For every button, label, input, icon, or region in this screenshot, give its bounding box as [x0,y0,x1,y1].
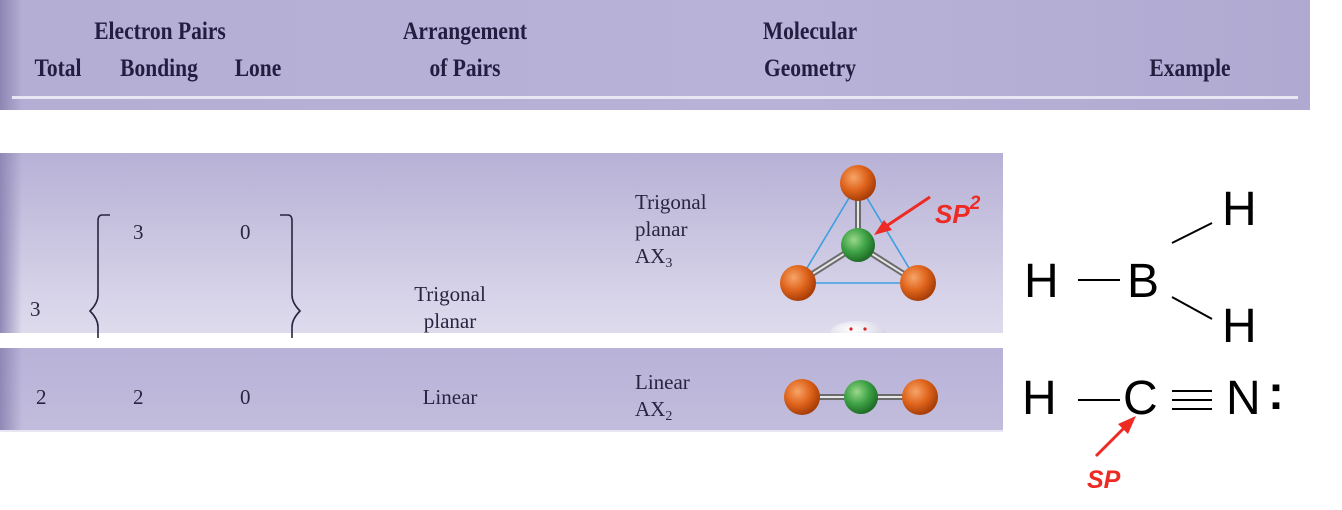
sp-label: SP [1087,466,1121,494]
hybrid-arrow-line [881,195,931,231]
trigonal-planar-model [780,165,936,333]
header-bonding: Bonding [120,55,198,82]
cell-lone: 0 [240,220,251,244]
right-brace [280,214,302,338]
header-example: Example [1149,55,1231,82]
bh3-center-b: B [1127,255,1160,308]
header-geometry: Geometry [764,55,856,82]
cell-geometry-line1: Linear [635,370,690,394]
cell-total: 3 [30,297,41,321]
atom-left [780,265,816,301]
bh3-top-h: H [1222,183,1257,236]
left-brace [88,214,110,338]
table-header: Electron Pairs Total Bonding Lone Arrang… [0,0,1310,110]
atom-right [900,265,936,301]
hcn-left-h: H [1022,372,1057,425]
cell-geometry-formula: AX3 [635,244,673,271]
atom-right [902,379,938,415]
hybrid-arrow-head [874,220,892,235]
cell-arrangement: Linear [422,385,478,409]
header-divider [12,96,1298,99]
bond-b-top-h [1171,222,1213,244]
row-divider [0,430,1003,432]
header-of-pairs: of Pairs [429,55,501,82]
cell-total: 2 [36,385,47,409]
hcn-center-c: C [1123,372,1158,425]
lone-pair-lobe [830,321,886,333]
hcn-bonds [1078,390,1212,410]
header-electron-pairs: Electron Pairs [94,18,226,45]
table-row-trigonal: 3 3 0 Trigonal planar Trigonal planar AX… [0,153,1003,338]
cell-geometry-line1: Trigonal [635,190,707,214]
bh3-bonds [1078,222,1213,320]
atom-top [840,165,876,201]
cell-lone: 0 [240,385,251,409]
brace-group [88,214,302,338]
cell-geometry-formula: AX2 [635,397,673,424]
bh3-left-h: H [1024,255,1059,308]
cell-arrangement-line2: planar [423,309,477,333]
atom-left [784,379,820,415]
header-arrangement: Arrangement [402,18,528,45]
header-total: Total [34,55,82,82]
linear-model [784,379,938,415]
sp-arrow [1094,416,1136,458]
triangle-outline [796,181,920,284]
hcn-right-n: N [1226,372,1261,425]
cell-bonding: 3 [133,220,144,244]
header-molecular: Molecular [762,18,858,45]
bh3-bottom-h: H [1222,300,1257,353]
bond-b-bottom-h [1171,296,1213,320]
atom-center [844,380,878,414]
hcn-lone-pair: : [1268,367,1284,420]
cell-geometry-line2: planar [635,217,688,241]
table-row-linear: 2 2 0 Linear Linear AX2 [0,348,1003,432]
sp2-label: SP2 [935,193,981,229]
cell-bonding: 2 [133,385,144,409]
header-lone: Lone [234,55,282,82]
cell-arrangement-line1: Trigonal [414,282,486,306]
atom-center [841,228,875,262]
